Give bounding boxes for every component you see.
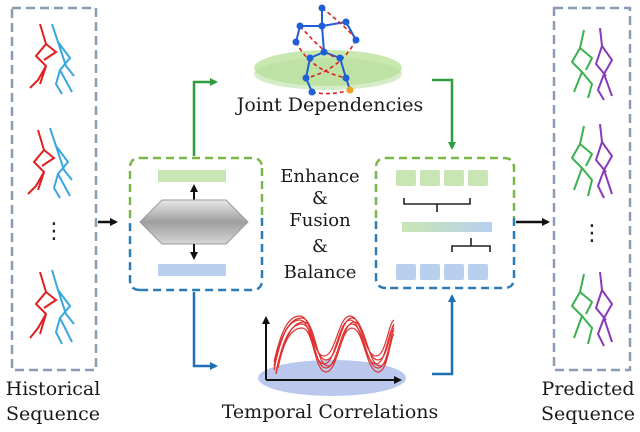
temporal-correlations-graphic xyxy=(258,315,406,396)
fusion-blue-tokens xyxy=(396,264,488,280)
balance-label: Balance xyxy=(283,262,357,283)
fusion-green-tokens xyxy=(396,170,488,186)
temporal-correlations-label: Temporal Correlations xyxy=(221,401,439,423)
historical-label-line1: Historical xyxy=(5,378,101,400)
vertical-ellipsis-icon: ⋮ xyxy=(43,219,65,244)
joint-dependencies-label: Joint Dependencies xyxy=(236,94,424,116)
predicted-pose-2 xyxy=(570,123,614,199)
fusion-label: Fusion xyxy=(289,210,351,231)
vertical-ellipsis-icon: ⋮ xyxy=(581,221,603,246)
encoder-green-feature xyxy=(158,170,226,182)
encoder-core xyxy=(139,199,249,245)
predicted-sequence-panel: ⋮ xyxy=(552,6,632,372)
predicted-label-line2: Sequence xyxy=(540,403,636,425)
arrow-to-joint xyxy=(192,78,218,156)
ampersand-label-2: & xyxy=(311,236,329,257)
arrow-from-temporal xyxy=(432,294,456,376)
historical-sequence-panel: ⋮ xyxy=(10,6,98,372)
historical-pose-3 xyxy=(29,269,75,345)
historical-pose-2 xyxy=(27,127,73,199)
fusion-merged-bar xyxy=(402,222,492,232)
fusion-block xyxy=(374,156,516,290)
historical-pose-1 xyxy=(29,23,75,95)
ampersand-label-1: & xyxy=(311,188,329,209)
enhance-label: Enhance xyxy=(280,166,360,187)
arrow-to-temporal xyxy=(192,292,218,370)
encoder-block xyxy=(128,156,264,292)
arrow-from-joint xyxy=(432,78,456,150)
joint-dependencies-graphic xyxy=(254,4,402,96)
encoder-blue-feature xyxy=(158,264,226,276)
predicted-label-line1: Predicted xyxy=(541,378,635,400)
historical-label-line2: Sequence xyxy=(5,403,101,425)
predicted-pose-1 xyxy=(570,27,614,101)
predicted-pose-3 xyxy=(570,271,614,347)
